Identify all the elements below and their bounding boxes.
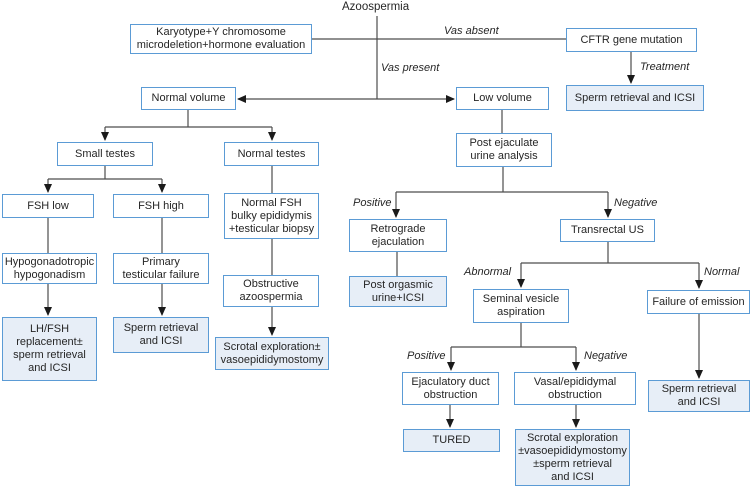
node-sperm-retrieval-icsi-left: Sperm retrieval and ICSI: [113, 317, 209, 353]
node-ejaculatory-duct-obstruction: Ejaculatory duct obstruction: [402, 372, 499, 405]
node-post-orgasmic-urine-icsi: Post orgasmic urine+ICSI: [349, 276, 447, 307]
node-obstructive-azoospermia: Obstructive azoospermia: [223, 275, 319, 307]
edge-label-abnormal: Abnormal: [464, 266, 512, 278]
node-sperm-retrieval-icsi-top: Sperm retrieval and ICSI: [566, 85, 704, 111]
node-normal-fsh-biopsy: Normal FSH bulky epididymis +testicular …: [224, 193, 319, 239]
edge-label-negative-urine: Negative: [614, 197, 658, 209]
edge-transrectal-stem: [521, 242, 699, 264]
flowchart-root-label: Azoospermia: [342, 1, 410, 13]
edge-label-treatment: Treatment: [640, 61, 690, 73]
node-failure-of-emission: Failure of emission: [647, 290, 750, 314]
edge-label-positive-sva: Positive: [407, 350, 446, 362]
edge-small-testes-stem: [48, 166, 162, 180]
node-retrograde-ejaculation: Retrograde ejaculation: [349, 219, 447, 252]
edge-post-ejaculate-stem: [396, 167, 608, 193]
node-tured: TURED: [403, 429, 500, 452]
edge-label-positive-urine: Positive: [353, 197, 392, 209]
node-sperm-retrieval-icsi-right: Sperm retrieval and ICSI: [648, 380, 750, 412]
node-primary-testicular-failure: Primary testicular failure: [113, 253, 209, 284]
node-post-ejaculate-urine-analysis: Post ejaculate urine analysis: [456, 133, 552, 167]
edge-label-negative-sva: Negative: [584, 350, 628, 362]
edge-normal-volume-stem: [105, 110, 272, 128]
node-normal-testes: Normal testes: [224, 142, 319, 166]
edge-label-vas-absent: Vas absent: [444, 25, 499, 37]
node-lhfsh-replacement: LH/FSH replacement± sperm retrieval and …: [2, 317, 97, 381]
node-normal-volume: Normal volume: [141, 87, 236, 110]
node-fsh-low: FSH low: [2, 194, 94, 218]
node-cftr-gene-mutation: CFTR gene mutation: [566, 28, 697, 52]
node-scrotal-exploration-full: Scrotal exploration ±vasoepididymostomy …: [515, 429, 630, 486]
node-vasal-epididymal-obstruction: Vasal/epididymal obstruction: [514, 372, 636, 405]
node-karyotype-evaluation: Karyotype+Y chromosome microdeletion+hor…: [130, 24, 312, 54]
node-fsh-high: FSH high: [113, 194, 209, 218]
edge-label-normal: Normal: [704, 266, 740, 278]
node-small-testes: Small testes: [57, 142, 153, 166]
node-hypogonadotropic-hypogonadism: Hypogonadotropic hypogonadism: [2, 253, 97, 284]
edge-label-vas-present: Vas present: [381, 62, 440, 74]
edge-seminal-stem: [451, 322, 576, 348]
node-seminal-vesicle-aspiration: Seminal vesicle aspiration: [473, 289, 569, 323]
node-low-volume: Low volume: [456, 87, 549, 110]
node-scrotal-exploration-vaso: Scrotal exploration± vasoepididymostomy: [215, 337, 329, 370]
node-transrectal-us: Transrectal US: [560, 219, 655, 242]
